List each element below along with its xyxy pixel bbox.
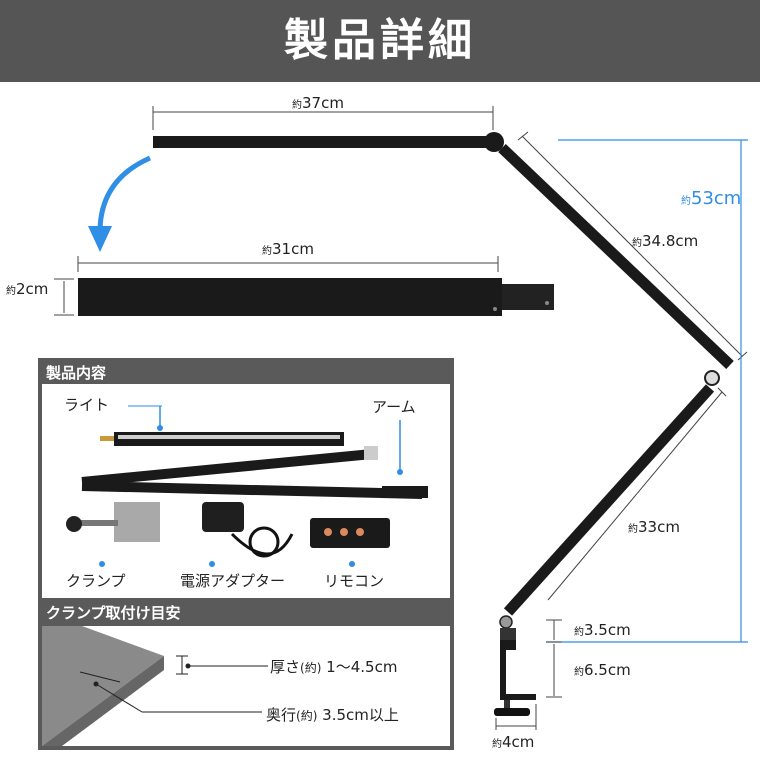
fold-arrow-icon bbox=[97, 155, 152, 233]
light-label: ライト bbox=[64, 396, 110, 414]
clamp-top-plate bbox=[500, 628, 516, 640]
remote-item bbox=[310, 518, 390, 548]
remote-label: リモコン bbox=[324, 572, 385, 590]
clamp-height-label: 約6.5cm bbox=[574, 661, 631, 679]
total-height-dimension bbox=[546, 139, 748, 643]
elbow-joint bbox=[704, 370, 720, 386]
light-width-dimension bbox=[77, 256, 499, 272]
top-width-label: 約37cm bbox=[292, 94, 344, 112]
contents-illustration bbox=[66, 405, 428, 567]
lower-arm bbox=[503, 384, 715, 616]
top-joint bbox=[484, 132, 504, 152]
contents-area: ライト アーム クランプ 電源アダプター リモコン bbox=[42, 384, 450, 598]
fold-arrowhead-icon bbox=[88, 226, 112, 252]
clamp-width-label: 約4cm bbox=[492, 733, 535, 751]
light-width-label: 約31cm bbox=[262, 240, 314, 258]
adapter-item bbox=[202, 502, 244, 532]
base-joint bbox=[499, 615, 513, 629]
total-height-label: 約53cm bbox=[681, 188, 742, 209]
light-height-label: 約2cm bbox=[6, 280, 49, 298]
page-title: 製品詳細 bbox=[0, 0, 760, 82]
clamp-pad bbox=[494, 708, 530, 716]
clamp-body bbox=[500, 640, 536, 700]
clamp-dimensions bbox=[495, 619, 562, 730]
clamp-label: クランプ bbox=[66, 572, 126, 590]
clamp-top-label: 約3.5cm bbox=[574, 621, 631, 639]
light-head-extension bbox=[502, 284, 554, 310]
thickness-label: 厚さ(約) 1〜4.5cm bbox=[270, 658, 398, 676]
upper-arm bbox=[498, 144, 734, 369]
upper-arm-dimension bbox=[517, 131, 748, 361]
clamp-guide-title: クランプ取付け目安 bbox=[46, 604, 181, 622]
clamp-item bbox=[114, 502, 160, 542]
arm-label: アーム bbox=[372, 398, 416, 416]
light-head bbox=[78, 278, 502, 316]
lower-arm-label: 約33cm bbox=[628, 518, 680, 536]
adapter-label: 電源アダプター bbox=[180, 572, 286, 590]
top-light-bar bbox=[153, 136, 493, 148]
clamp-guide-area: 厚さ(約) 1〜4.5cm 奥行(約) 3.5cm以上 bbox=[42, 626, 450, 746]
clamp-screw bbox=[504, 700, 510, 710]
contents-title: 製品内容 bbox=[46, 364, 107, 382]
arm-item bbox=[81, 449, 373, 487]
desk-illustration bbox=[42, 626, 268, 746]
upper-arm-label: 約34.8cm bbox=[632, 232, 699, 250]
info-panel: 製品内容 bbox=[38, 358, 454, 750]
depth-label: 奥行(約) 3.5cm以上 bbox=[266, 706, 399, 724]
lower-arm-dimension bbox=[547, 387, 727, 601]
top-width-dimension bbox=[152, 106, 494, 130]
light-height-dimension bbox=[54, 278, 74, 316]
